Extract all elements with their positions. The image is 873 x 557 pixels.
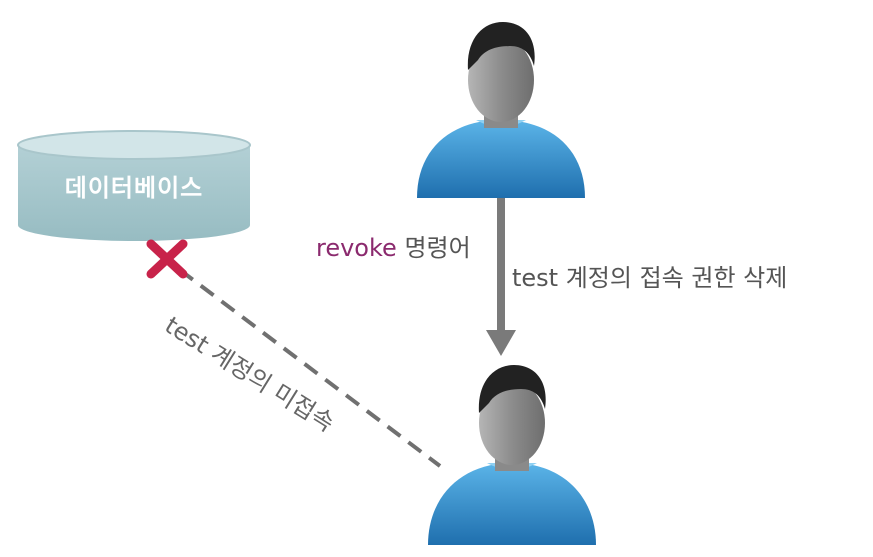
command-label: revoke 명령어 <box>316 228 471 263</box>
revoke-description: test 계정의 접속 권한 삭제 <box>512 264 788 292</box>
admin-user-icon <box>417 22 585 198</box>
test-user-icon <box>428 365 596 545</box>
blocked-x-icon <box>146 239 188 279</box>
database-icon <box>17 130 251 241</box>
command-keyword: revoke <box>316 234 397 262</box>
command-suffix: 명령어 <box>396 234 471 262</box>
revoke-arrow <box>486 196 516 356</box>
no-connection-line <box>178 268 442 468</box>
database-label: 데이터베이스 <box>64 174 204 202</box>
